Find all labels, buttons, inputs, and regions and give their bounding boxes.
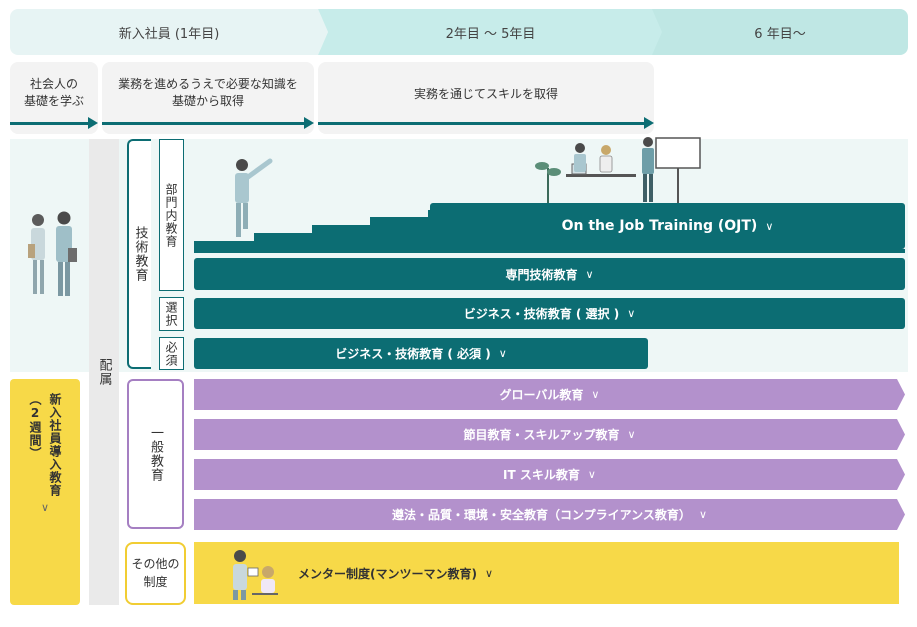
climbing-employee-illustration: [235, 158, 273, 237]
timeline-year2-5-label: 2年目 〜 5年目: [445, 26, 536, 42]
program-global[interactable]: グローバル教育 ∨: [194, 379, 905, 410]
category-required-label: 必須: [164, 340, 178, 367]
stair-step-2: [254, 233, 314, 249]
program-biz-required-chevron-down-icon: ∨: [498, 347, 507, 360]
category-technical: 技術教育: [127, 139, 151, 369]
timeline-year6-label: 6 年目〜: [754, 26, 806, 42]
timeline-year6: 6 年目〜: [652, 9, 908, 55]
induction-chevron-down-icon[interactable]: ∨: [40, 501, 50, 514]
phase-basics: 社会人の 基礎を学ぶ: [10, 62, 98, 134]
program-compliance-label: 遵法・品質・環境・安全教育（コンプライアンス教育）: [392, 508, 691, 522]
induction-label: 新入社員導入教育: [48, 393, 62, 497]
category-general-label: 一般教育: [148, 426, 163, 482]
program-biz-elective-chevron-down-icon: ∨: [627, 307, 636, 320]
program-mentor[interactable]: メンター制度(マンツーマン教育) ∨: [194, 542, 899, 604]
program-specialist[interactable]: 専門技術教育 ∨: [194, 258, 905, 290]
category-required: 必須: [159, 337, 184, 370]
phase-basics-line2: 基礎を学ぶ: [23, 94, 84, 109]
phase-basics-arrow: [10, 117, 98, 129]
phase-practice: 実務を通じてスキルを取得: [318, 62, 654, 134]
program-it-skill-chevron-down-icon: ∨: [587, 468, 596, 481]
timeline-year1: 新入社員 (1年目): [10, 9, 328, 55]
phase-knowledge: 業務を進めるうえで必要な知識を 基礎から取得: [102, 62, 314, 134]
stair-step-1: [194, 241, 254, 249]
program-ojt-chevron-down-icon: ∨: [765, 219, 774, 233]
program-it-skill[interactable]: IT スキル教育 ∨: [194, 459, 905, 490]
program-compliance[interactable]: 遵法・品質・環境・安全教育（コンプライアンス教育） ∨: [194, 499, 905, 530]
new-employees-illustration: [28, 211, 77, 296]
program-specialist-chevron-down-icon: ∨: [585, 267, 594, 281]
mentor-illustration: [233, 550, 278, 600]
induction-text-group: 新入社員導入教育 （2週間）: [26, 393, 64, 497]
program-biz-elective-label: ビジネス・技術教育 ( 選択 ): [463, 307, 620, 321]
category-other: その他の 制度: [125, 542, 186, 605]
program-global-label: グローバル教育: [499, 388, 584, 402]
phase-knowledge-arrow: [102, 117, 314, 129]
program-global-chevron-down-icon: ∨: [591, 388, 600, 401]
timeline-year2-5: 2年目 〜 5年目: [318, 9, 663, 55]
category-other-line2: 制度: [143, 574, 168, 589]
category-in-department: 部門内教育: [159, 139, 184, 291]
team-meeting-illustration: [535, 137, 701, 204]
program-it-skill-label: IT スキル教育: [503, 468, 580, 482]
program-specialist-label: 専門技術教育: [505, 267, 578, 282]
phase-knowledge-line1: 業務を進めるうえで必要な知識を: [118, 77, 298, 91]
program-mentor-chevron-down-icon: ∨: [484, 566, 494, 580]
program-ojt-label: On the Job Training (OJT): [561, 218, 758, 234]
category-other-line1: その他の: [131, 557, 180, 572]
program-milestone[interactable]: 節目教育・スキルアップ教育 ∨: [194, 419, 905, 450]
category-general: 一般教育: [127, 379, 184, 529]
stair-step-3: [312, 225, 372, 249]
program-compliance-chevron-down-icon: ∨: [698, 508, 707, 521]
program-ojt[interactable]: On the Job Training (OJT) ∨: [430, 203, 905, 249]
program-milestone-chevron-down-icon: ∨: [627, 428, 636, 441]
phase-practice-arrow: [318, 117, 654, 129]
phase-knowledge-line2: 基礎から取得: [171, 94, 244, 109]
program-biz-required-label: ビジネス・技術教育 ( 必須 ): [335, 347, 491, 361]
induction-training-box[interactable]: 新入社員導入教育 （2週間） ∨: [10, 379, 80, 605]
phase-basics-line1: 社会人の: [29, 77, 78, 91]
assignment-label: 配属: [96, 358, 112, 386]
program-biz-required[interactable]: ビジネス・技術教育 ( 必須 ) ∨: [194, 338, 648, 369]
assignment-column: 配属: [89, 139, 119, 605]
ojt-base-line: [194, 249, 905, 253]
program-milestone-label: 節目教育・スキルアップ教育: [463, 428, 620, 442]
stair-step-4: [370, 217, 430, 249]
induction-duration: （2週間）: [28, 393, 42, 460]
category-in-department-label: 部門内教育: [164, 182, 178, 248]
phase-practice-label: 実務を通じてスキルを取得: [413, 87, 558, 101]
category-elective-label: 選択: [164, 301, 178, 327]
program-biz-elective[interactable]: ビジネス・技術教育 ( 選択 ) ∨: [194, 298, 905, 329]
category-elective: 選択: [159, 297, 184, 331]
timeline-year1-label: 新入社員 (1年目): [118, 26, 220, 42]
program-mentor-label: メンター制度(マンツーマン教育): [298, 566, 477, 581]
category-technical-label: 技術教育: [132, 226, 148, 282]
